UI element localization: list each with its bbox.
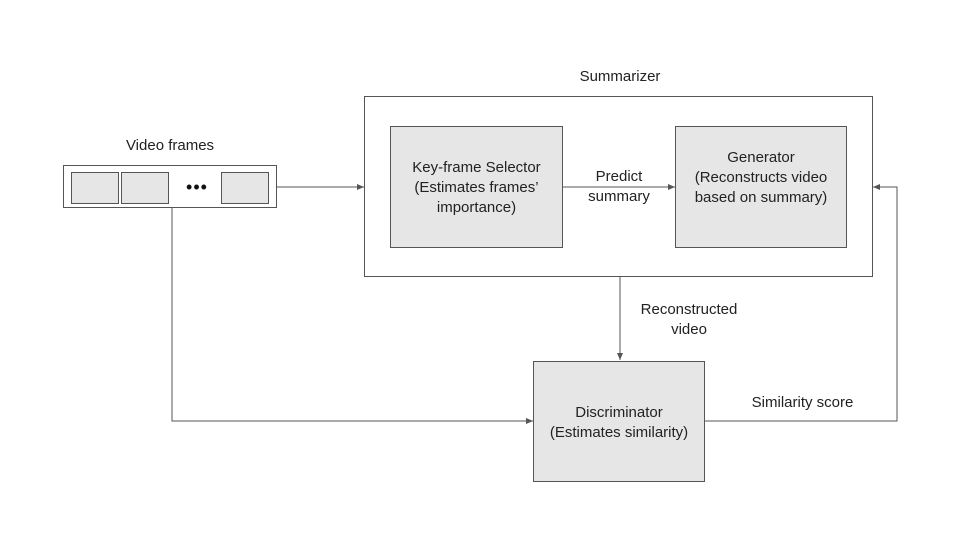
key-frame-selector-box: Key-frame Selector (Estimates frames’ im… [390,126,563,248]
selector-line-1: Key-frame Selector [412,159,541,176]
predict-summary-label-2: summary [588,188,650,205]
generator-line-3: based on summary) [694,189,828,206]
video-frames-title: Video frames [125,137,215,154]
discriminator-box: Discriminator (Estimates similarity) [533,361,705,482]
frames-ellipsis: ••• [186,177,208,197]
summarizer-title: Summarizer [579,68,661,85]
generator-line-1: Generator [727,149,795,166]
arrow-similarity-feedback [705,184,898,422]
generator-box: Generator (Reconstructs video based on s… [675,126,847,248]
arrow-frames-to-discriminator [171,208,533,424]
discriminator-line-1: Discriminator [575,404,663,421]
selector-line-2: (Estimates frames’ [414,179,539,196]
discriminator-line-2: (Estimates similarity) [549,424,689,441]
generator-line-2: (Reconstructs video [694,169,828,186]
video-frame-1 [71,172,119,204]
selector-line-3: importance) [436,199,517,216]
similarity-score-label: Similarity score [751,394,854,411]
summarizer-container [364,96,873,277]
video-frame-last [221,172,269,204]
video-frames-strip: ••• [63,165,277,208]
predict-summary-label-1: Predict [595,168,643,185]
reconstructed-video-label-2: video [671,321,707,338]
reconstructed-video-label-1: Reconstructed [640,301,738,318]
video-frame-2 [121,172,169,204]
